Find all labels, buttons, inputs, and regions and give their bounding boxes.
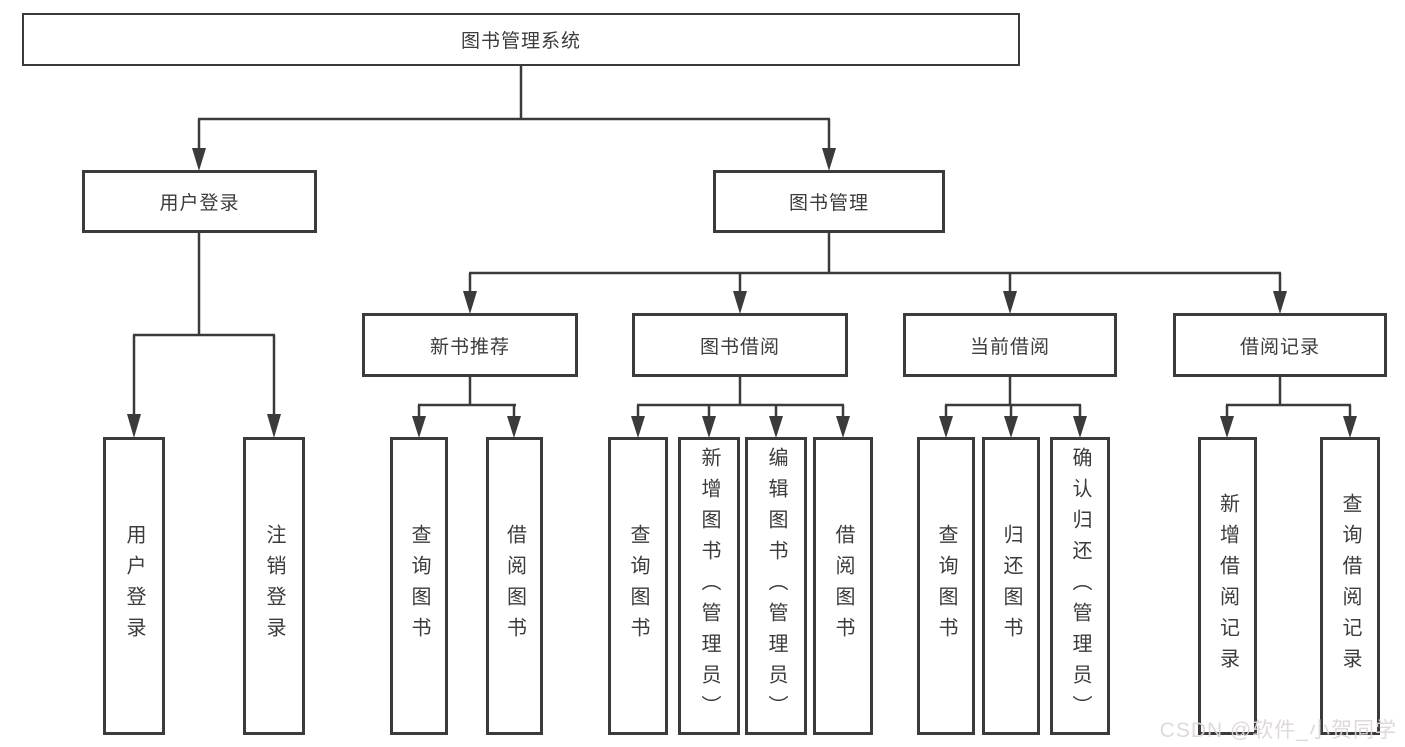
node-borrow-records: 借阅记录 <box>1173 313 1387 377</box>
leaf-borrow-books-recommend: 借阅图书 <box>486 437 543 735</box>
node-current-borrow: 当前借阅 <box>903 313 1117 377</box>
leaf-add-book-admin: 新增图书（管理员） <box>678 437 740 735</box>
leaf-add-borrow-record: 新增借阅记录 <box>1198 437 1257 735</box>
node-system: 图书管理系统 <box>22 13 1020 66</box>
leaf-confirm-return-admin: 确认归还（管理员） <box>1050 437 1110 735</box>
leaf-return-book: 归还图书 <box>982 437 1040 735</box>
node-book-management: 图书管理 <box>713 170 945 233</box>
node-book-borrow: 图书借阅 <box>632 313 848 377</box>
leaf-borrow-books: 借阅图书 <box>813 437 873 735</box>
leaf-logout: 注销登录 <box>243 437 305 735</box>
node-user-login: 用户登录 <box>82 170 317 233</box>
leaf-query-books-borrow: 查询图书 <box>608 437 668 735</box>
node-new-book-recommend: 新书推荐 <box>362 313 578 377</box>
leaf-query-books-current: 查询图书 <box>917 437 975 735</box>
leaf-user-login: 用户登录 <box>103 437 165 735</box>
leaf-query-borrow-record: 查询借阅记录 <box>1320 437 1380 735</box>
leaf-edit-book-admin: 编辑图书（管理员） <box>745 437 807 735</box>
leaf-query-books-recommend: 查询图书 <box>390 437 448 735</box>
